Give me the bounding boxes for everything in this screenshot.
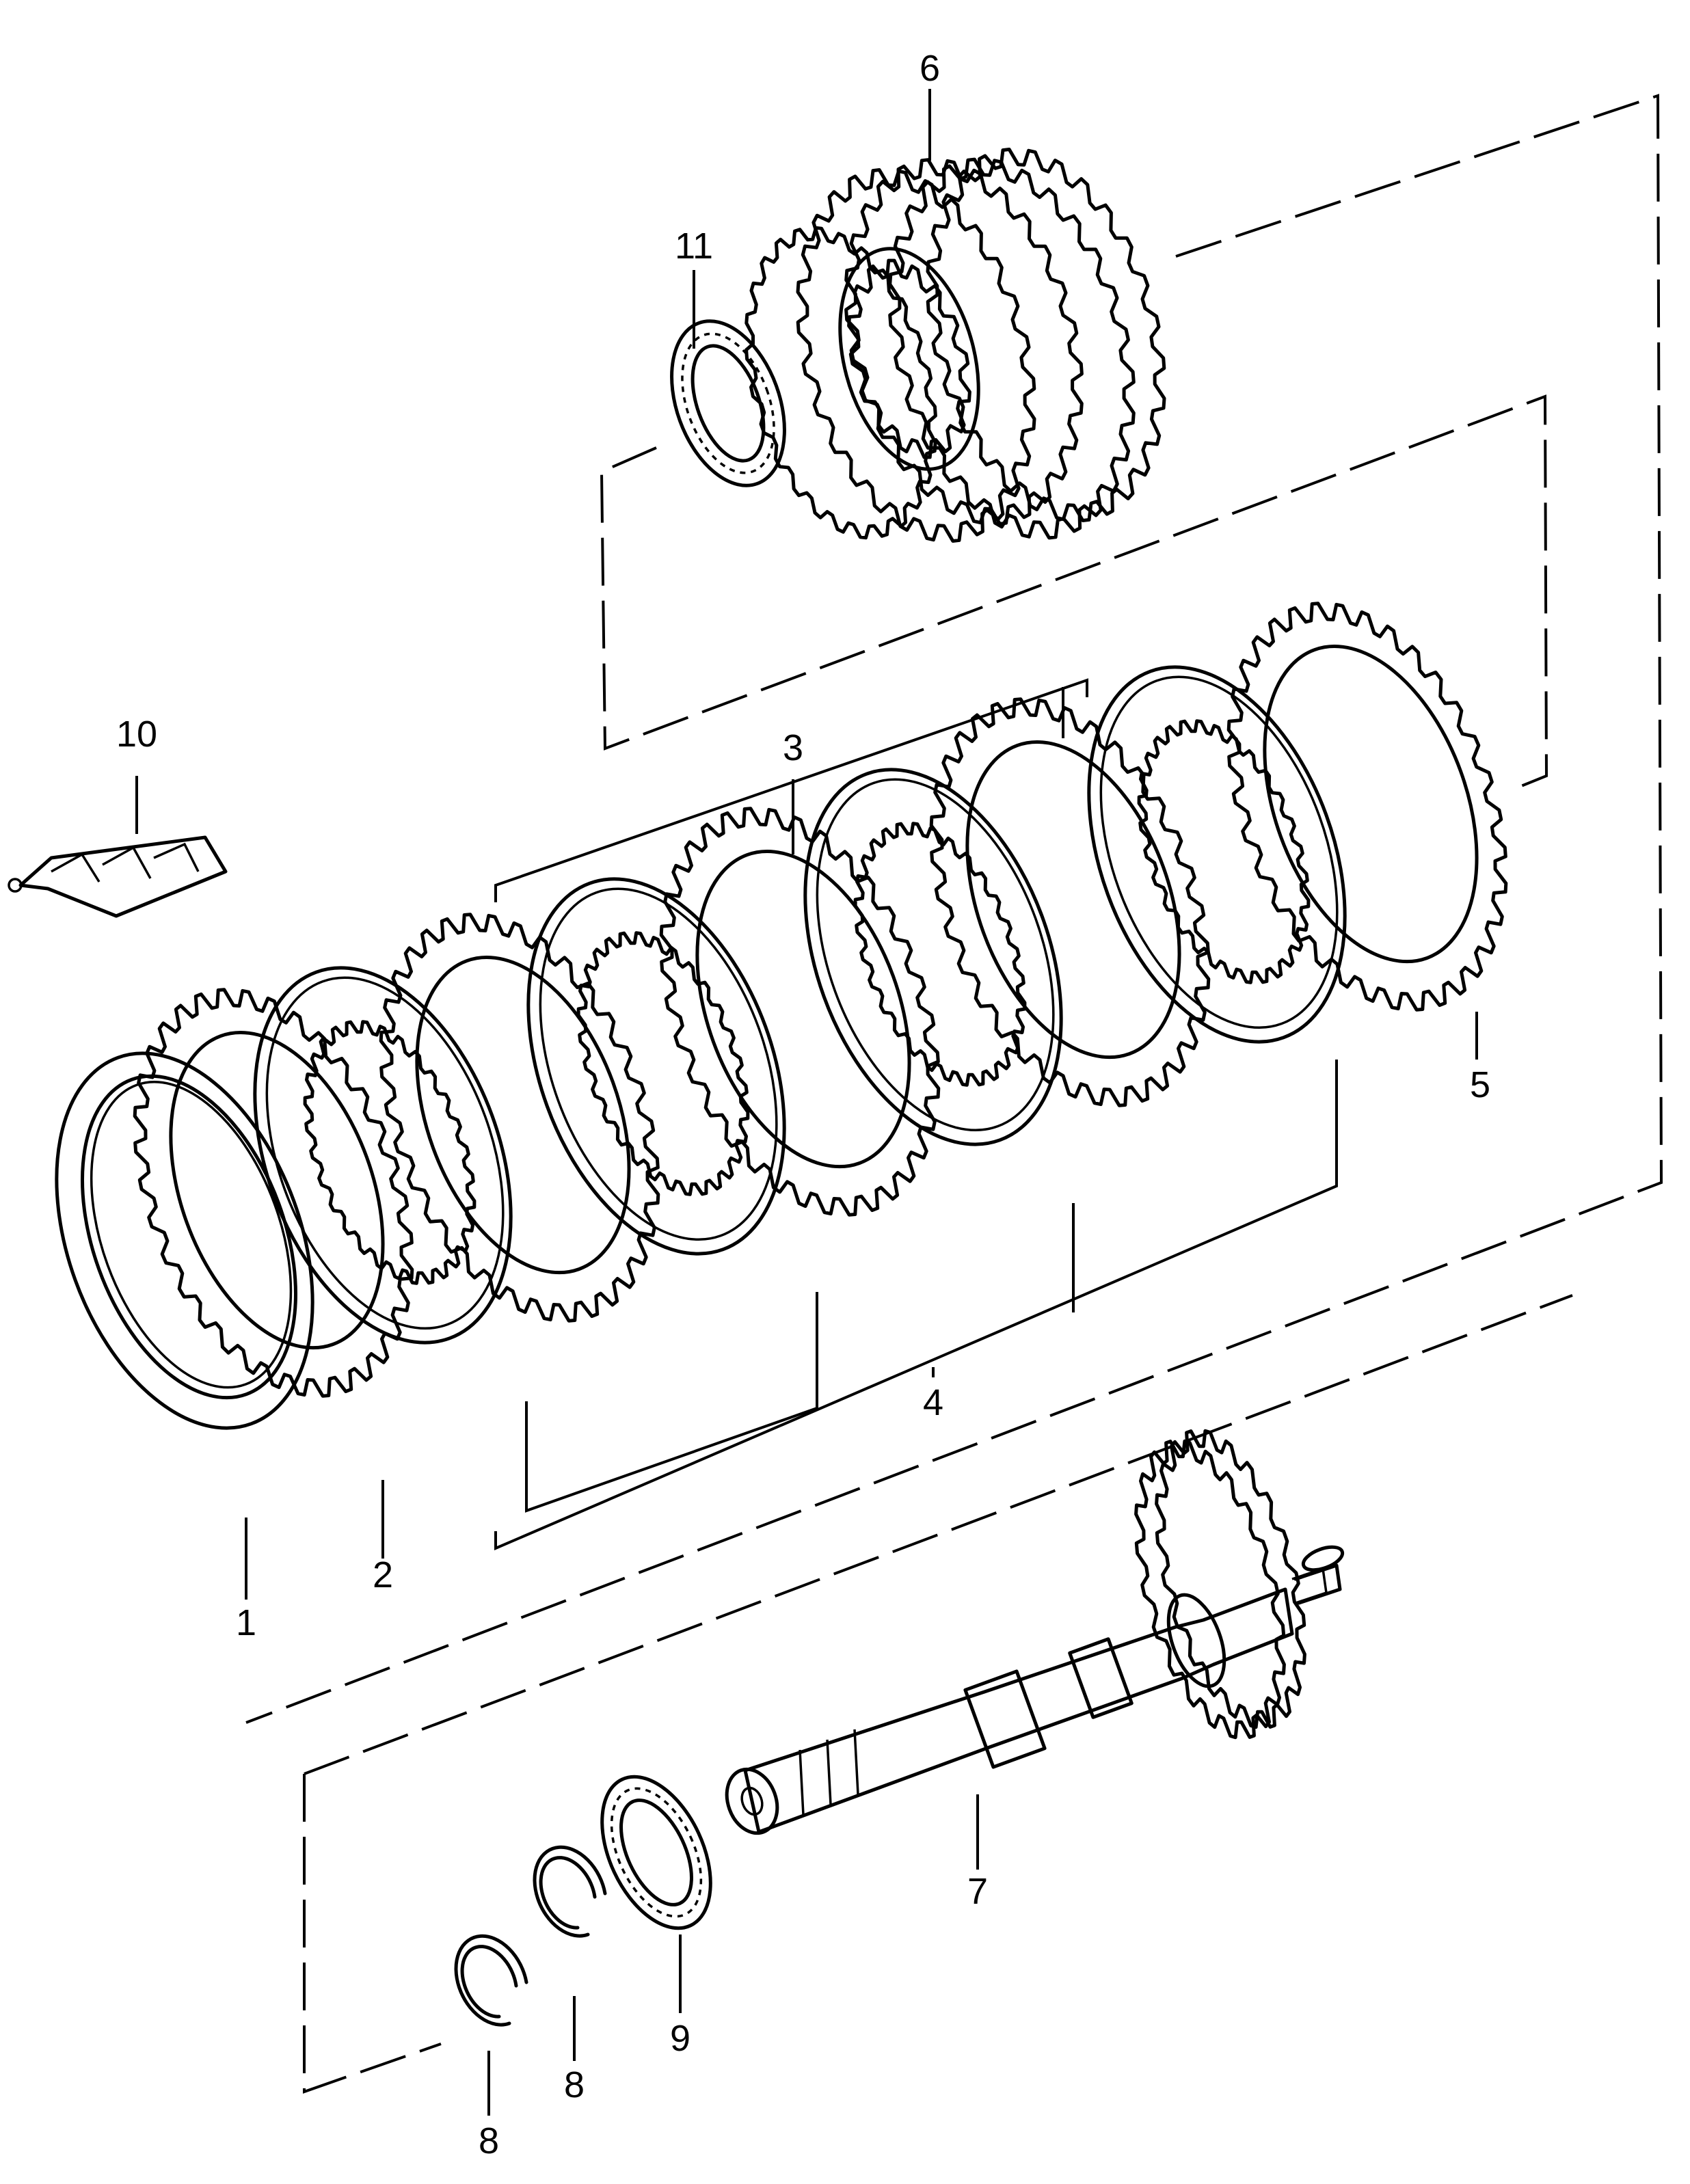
part-7-input-shaft	[725, 1545, 1345, 1835]
callout-11: 11	[675, 226, 713, 267]
callout-5: 5	[1470, 1064, 1490, 1105]
clutch-pack	[55, 602, 1508, 1430]
friction-disc-a	[253, 966, 513, 1345]
callout-4: 4	[923, 1382, 943, 1423]
leader-lines	[135, 89, 1478, 2116]
callout-8-upper: 8	[564, 2064, 585, 2105]
friction-disc-c	[803, 768, 1063, 1146]
part-2-steel-plate	[133, 988, 414, 1398]
callout-9: 9	[670, 2018, 690, 2059]
callout-2: 2	[373, 1554, 393, 1595]
friction-disc-d	[1087, 665, 1347, 1044]
callout-7: 7	[967, 1871, 988, 1912]
part-3-steel-plate	[659, 807, 941, 1217]
callout-3: 3	[783, 727, 803, 768]
callout-10: 10	[116, 714, 157, 755]
part-10-retaining-clip	[8, 835, 228, 918]
part-7-drive-gear	[1134, 1429, 1306, 1740]
callout-numbers: 6 11 10 3 5 4 2 1 7 9 8 8	[116, 48, 1490, 2161]
part-6-clutch-drum-assembly	[745, 148, 1166, 543]
callout-8-lower: 8	[479, 2120, 499, 2161]
assembly-boundary-lines	[245, 94, 1663, 2094]
part-5-end-plate	[1226, 602, 1508, 1012]
part-9-needle-bearing	[600, 1775, 712, 1930]
part-8-snap-ring-a	[454, 1934, 528, 2027]
friction-disc-b	[526, 877, 786, 1256]
part-11-needle-bearing	[670, 319, 786, 487]
steel-plate-a	[379, 913, 660, 1323]
steel-plate-b	[929, 697, 1211, 1107]
callout-6: 6	[920, 48, 940, 89]
part-8-snap-ring-b	[533, 1845, 607, 1938]
callout-1: 1	[236, 1602, 256, 1643]
